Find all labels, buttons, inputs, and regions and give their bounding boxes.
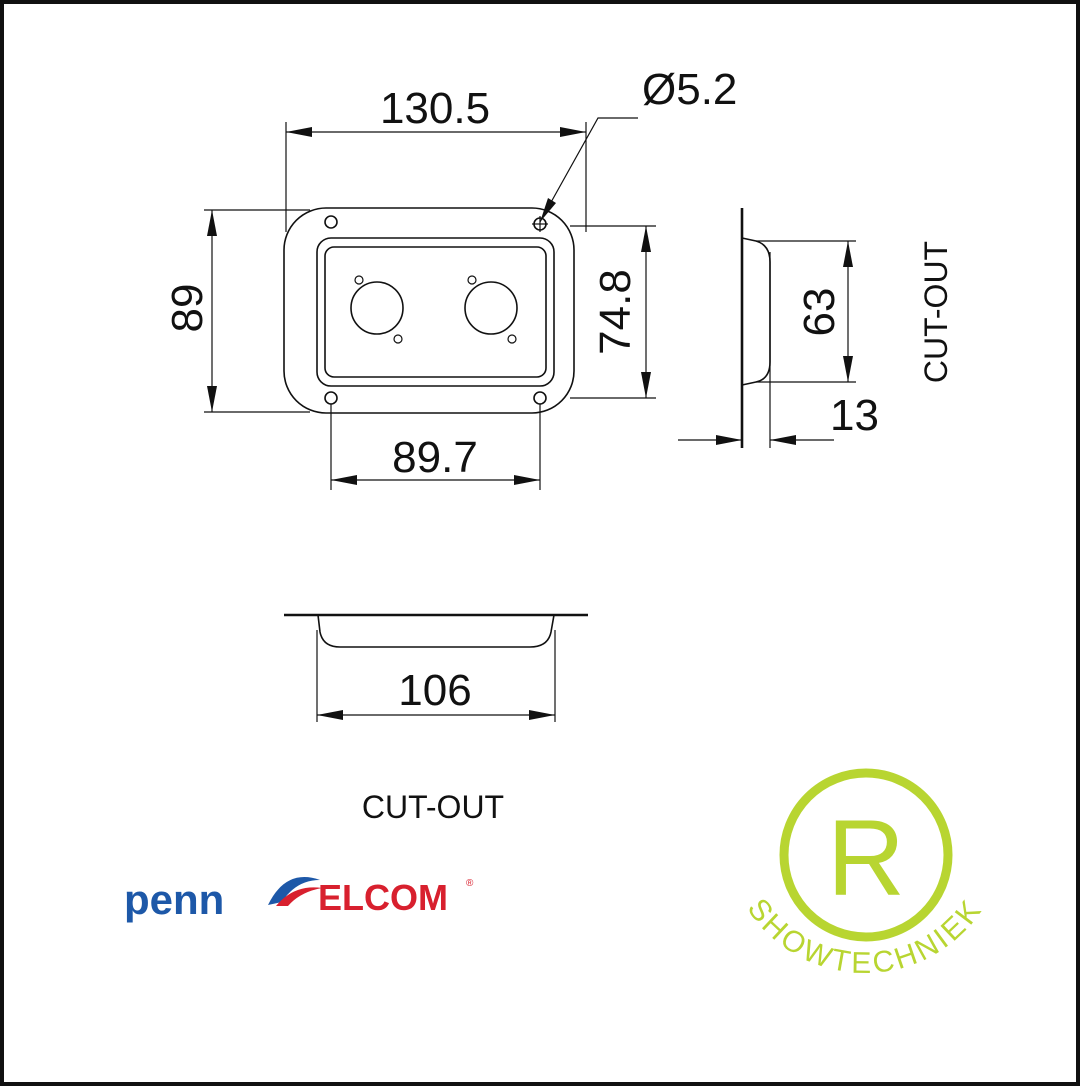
- side-view: 63 13 CUT-OUT: [678, 208, 954, 448]
- dim-hole-spacing: 89.7: [392, 433, 478, 482]
- logo-registered: ®: [466, 878, 474, 889]
- outer-plate: [283, 207, 575, 414]
- logo-elcom: ELCOM: [318, 877, 448, 918]
- showtechniek-logo: R SHOWTECHNIEK: [741, 768, 986, 980]
- penn-elcom-logo: penn ELCOM ®: [124, 876, 474, 923]
- mount-hole-bottom-left: [324, 391, 338, 405]
- dim-overall-width: 130.5: [380, 84, 490, 133]
- connector-right: [464, 281, 518, 335]
- dim-overall-height: 89: [163, 284, 212, 333]
- connector-left: [350, 281, 404, 335]
- dim-hole-diameter: Ø5.2: [642, 65, 737, 114]
- front-view: 130.5 Ø5.2 89 74.8 89.7: [163, 65, 737, 490]
- connector-right-screw-b: [507, 334, 517, 344]
- recess-inner: [324, 246, 547, 378]
- connector-left-screw-b: [393, 334, 403, 344]
- logo-r-letter: R: [827, 797, 905, 918]
- cut-out-label-bottom: CUT-OUT: [362, 789, 504, 825]
- dim-cutout-width: 106: [398, 666, 471, 715]
- dim-inner-height: 74.8: [591, 269, 640, 355]
- mount-hole-top-left: [324, 215, 338, 229]
- logo-swoosh-icon: [268, 877, 320, 905]
- bottom-view: 106 CUT-OUT: [284, 613, 588, 825]
- dim-cutout-height: 63: [795, 288, 844, 337]
- side-recess-profile: [741, 237, 771, 386]
- dim-depth: 13: [830, 391, 879, 440]
- cut-out-label-side: CUT-OUT: [918, 241, 954, 383]
- recess-outer: [316, 237, 555, 387]
- bottom-recess-profile: [317, 614, 555, 648]
- mount-hole-bottom-right: [533, 391, 547, 405]
- connector-right-screw-a: [467, 275, 477, 285]
- connector-left-screw-a: [354, 275, 364, 285]
- logo-penn: penn: [124, 876, 224, 923]
- logo-r-circle: [779, 768, 953, 942]
